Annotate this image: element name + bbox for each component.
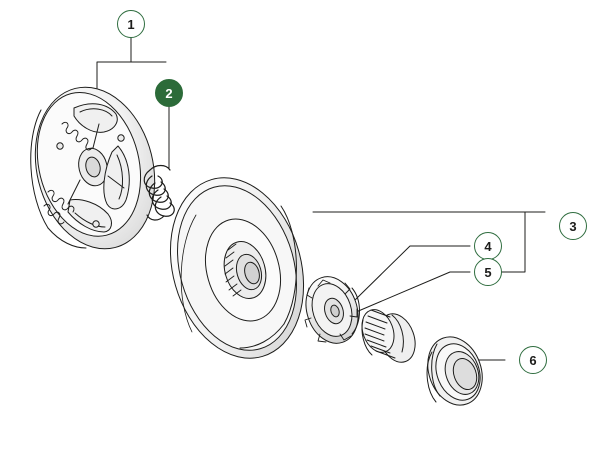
part-clutch-drum	[169, 177, 305, 359]
callout-4[interactable]: 4	[474, 232, 502, 260]
leader-lines	[96, 37, 546, 361]
callout-2[interactable]: 2	[155, 79, 183, 107]
part-washer-cup	[426, 336, 483, 406]
part-clutch-shoe-assembly	[30, 86, 156, 250]
part-sprocket-rim	[304, 276, 360, 344]
callout-6[interactable]: 6	[519, 346, 547, 374]
callout-3[interactable]: 3	[559, 212, 587, 240]
part-clutch-spring	[143, 164, 175, 221]
part-needle-bearing	[361, 309, 416, 363]
callout-5[interactable]: 5	[474, 258, 502, 286]
callout-1[interactable]: 1	[117, 10, 145, 38]
